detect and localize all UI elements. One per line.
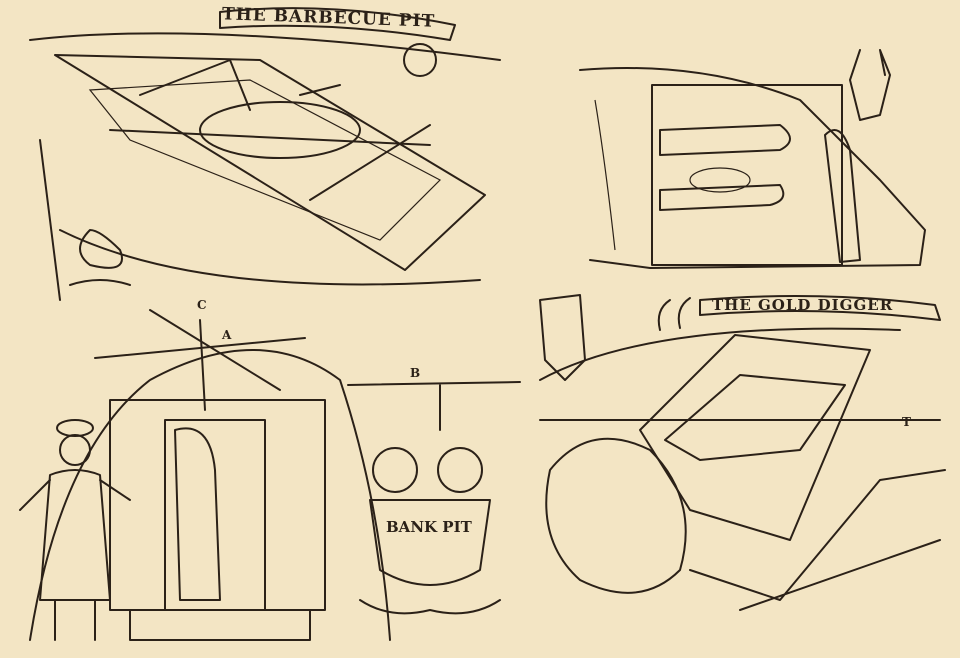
bank-pit-title: BANK PIT [386, 518, 472, 536]
marker-a: A [222, 328, 233, 342]
bank-pit-panel [19, 309, 521, 641]
marker-c: C [197, 298, 208, 312]
cook-figure [19, 419, 131, 641]
bank-pit-crest [359, 447, 501, 615]
barbecue-pit-panel [29, 7, 501, 301]
gold-digger-title: THE GOLD DIGGER [712, 296, 894, 314]
marker-b: B [410, 366, 422, 380]
oven-pit-panel [579, 49, 926, 269]
gold-digger-panel [539, 294, 946, 611]
marker-t: T [902, 415, 912, 429]
